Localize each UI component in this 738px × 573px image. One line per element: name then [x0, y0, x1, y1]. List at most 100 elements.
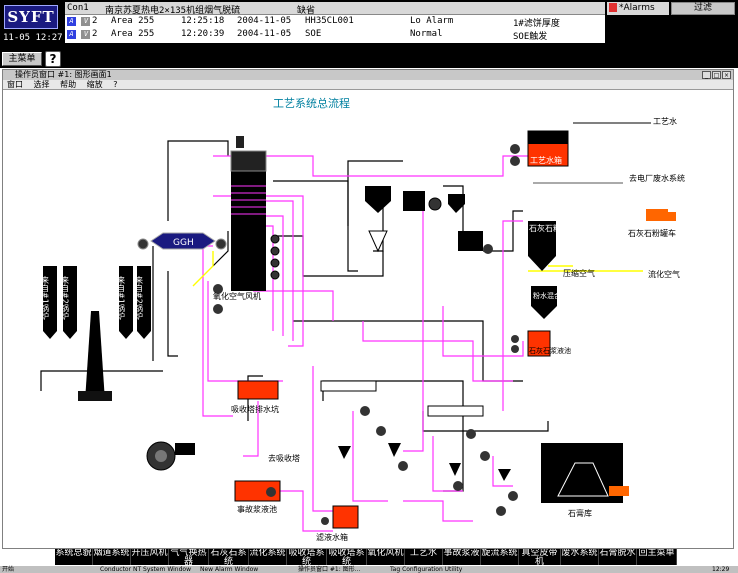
boiler-inlet-1: 来自#1锅炉 来自#2锅炉: [41, 266, 77, 339]
bottom-navigation: 系统总貌 烟道系统 升压风机 气气换热器 石灰石系统 流化系统 吸收塔系统 吸收…: [55, 549, 705, 565]
nav-oxidation-fan[interactable]: 氧化风机: [367, 549, 405, 565]
alarm-desc: 1#滤饼厚度: [513, 19, 560, 29]
nav-limestone[interactable]: 石灰石系统: [209, 549, 249, 565]
alarm-area: Area 255: [111, 16, 155, 26]
circulation-pumps[interactable]: [270, 234, 280, 280]
boiler-inlet-2: 来自#1锅炉 来自#2锅炉: [117, 266, 151, 339]
taskbar-clock: 12:29: [712, 566, 730, 573]
alarms-indicator[interactable]: *Alarms: [607, 2, 669, 15]
alarm-priority: 2: [92, 16, 98, 26]
start-button[interactable]: 开始: [2, 566, 15, 573]
svg-text:石膏库: 石膏库: [568, 508, 592, 518]
status-label: 缺省: [297, 6, 316, 16]
process-flow-diagram: 工艺系统总流程: [40, 96, 685, 542]
menu-about[interactable]: ?: [113, 80, 118, 89]
to-absorber-label: 去吸收塔: [268, 453, 300, 463]
alarm-row[interactable]: A V 2 Area 255 12:20:39 2004-11-05 SOE N…: [65, 28, 605, 42]
alarm-time: 12:25:18: [181, 16, 225, 26]
task-conductor[interactable]: Conductor NT System Window: [100, 566, 191, 573]
nav-vacuum-belt[interactable]: 真空皮带机: [519, 549, 561, 565]
clock: 11-05 12:27: [3, 33, 63, 43]
ack-icon[interactable]: A: [67, 30, 76, 39]
nav-process-water[interactable]: 工艺水: [405, 549, 443, 565]
absorber-tower[interactable]: 吸收塔: [230, 136, 267, 291]
compressed-air-label: 压缩空气: [563, 268, 595, 278]
svg-text:石灰石粉仓: 石灰石粉仓: [529, 223, 569, 233]
air-lines: [192, 251, 643, 287]
view-icon[interactable]: V: [81, 30, 91, 39]
menu-window[interactable]: 窗口: [7, 80, 23, 89]
main-menu-button[interactable]: 主菜单: [2, 52, 42, 66]
alarm-type: Lo Alarm: [410, 16, 454, 26]
nav-absorber-2[interactable]: 吸收塔系统: [327, 549, 367, 565]
alarm-row[interactable]: A V 2 Area 255 12:25:18 2004-11-05 HH35C…: [65, 15, 605, 29]
svg-text:滤液水箱: 滤液水箱: [316, 532, 348, 542]
plant-title: 南京苏夏热电2×135机组烟气脱硫: [105, 6, 241, 16]
nav-main-menu[interactable]: 回主菜单: [637, 549, 677, 565]
alarm-date: 2004-11-05: [237, 29, 292, 39]
svg-text:事故浆液池: 事故浆液池: [237, 504, 277, 514]
diagram-title: 工艺系统总流程: [273, 96, 350, 110]
svg-text:石灰石浆液池: 石灰石浆液池: [529, 346, 571, 355]
alarm-tag: SOE: [305, 29, 322, 39]
window-title: 操作员窗口 #1: 图形画面1: [15, 70, 112, 79]
gypsum-store[interactable]: 石膏库: [541, 443, 629, 518]
ggh-heat-exchanger[interactable]: GGH: [137, 232, 227, 250]
booster-fan[interactable]: [146, 441, 195, 471]
minimize-icon[interactable]: _: [702, 71, 711, 79]
nav-ggh[interactable]: 气气换热器: [169, 549, 209, 565]
ack-icon[interactable]: A: [67, 17, 76, 26]
svg-text:来自#2锅炉: 来自#2锅炉: [135, 276, 144, 321]
menu-zoom[interactable]: 缩放: [86, 80, 103, 89]
maximize-icon[interactable]: □: [712, 71, 721, 79]
syft-logo: SYFT: [4, 5, 58, 29]
process-water-tank[interactable]: 工艺水箱: [510, 130, 569, 167]
operator-window: 操作员窗口 #1: 图形画面1 _□× 窗口 选择 帮助 缩放 ? 工艺系统总流…: [2, 69, 734, 549]
nav-system-overview[interactable]: 系统总貌: [55, 549, 93, 565]
limestone-slurry-pool[interactable]: 石灰石浆液池: [511, 330, 571, 357]
view-icon[interactable]: V: [81, 17, 91, 26]
alarm-bar: SYFT 11-05 12:27 主菜单 ? Con1 南京苏夏热电2×135机…: [0, 0, 738, 68]
task-alarm-window[interactable]: New Alarm Window: [200, 566, 259, 573]
nav-booster-fan[interactable]: 升压风机: [131, 549, 169, 565]
vacuum-belt-filters[interactable]: [320, 380, 518, 516]
nav-absorber-1[interactable]: 吸收塔系统: [287, 549, 327, 565]
help-icon[interactable]: ?: [45, 51, 61, 67]
alarm-date: 2004-11-05: [237, 16, 292, 26]
nav-waste-water[interactable]: 废水系统: [561, 549, 599, 565]
nav-fluidizing[interactable]: 流化系统: [249, 549, 287, 565]
alarms-label: *Alarms: [619, 3, 655, 13]
process-water-label: 工艺水: [653, 116, 677, 126]
nav-gypsum[interactable]: 石膏脱水: [599, 549, 637, 565]
filtrate-water-tank[interactable]: 滤液水箱: [316, 505, 359, 542]
chimney-stack: [78, 311, 112, 401]
svg-text:来自#2锅炉: 来自#2锅炉: [61, 276, 70, 321]
alarm-flag-icon: [609, 3, 617, 12]
svg-text:吸收塔排水坑: 吸收塔排水坑: [231, 404, 279, 414]
hydrocyclone[interactable]: [365, 186, 493, 254]
alarm-type: Normal: [410, 29, 443, 39]
oxidation-air-fans[interactable]: 氧化空气风机: [213, 284, 261, 314]
filter-button[interactable]: 过滤: [671, 2, 735, 15]
absorber-drain-pit[interactable]: 吸收塔排水坑: [231, 380, 279, 414]
task-tag-config[interactable]: Tag Configuration Utility: [390, 566, 463, 573]
nav-accident-slurry[interactable]: 事故浆液: [443, 549, 481, 565]
alarm-tag: HH35CL001: [305, 16, 354, 26]
task-operator-window[interactable]: 操作员窗口 #1: 图形...: [298, 566, 361, 573]
limestone-truck: 石灰石粉罐车: [628, 209, 676, 238]
menu-help[interactable]: 帮助: [60, 80, 77, 89]
absorber-label: 吸收塔: [231, 231, 258, 243]
close-icon[interactable]: ×: [722, 71, 731, 79]
windows-taskbar: 开始 Conductor NT System Window New Alarm …: [0, 565, 738, 573]
window-titlebar[interactable]: 操作员窗口 #1: 图形画面1 _□×: [3, 70, 733, 80]
svg-text:工艺水箱: 工艺水箱: [530, 155, 562, 165]
svg-text:来自#1锅炉: 来自#1锅炉: [117, 276, 126, 321]
nav-flue-gas[interactable]: 烟道系统: [93, 549, 131, 565]
limestone-silo[interactable]: 石灰石粉仓: [528, 221, 569, 271]
accident-slurry-pool[interactable]: 事故浆液池: [234, 480, 281, 514]
svg-text:氧化空气风机: 氧化空气风机: [213, 291, 261, 301]
menu-select[interactable]: 选择: [33, 80, 50, 89]
powder-water-mixer[interactable]: 粉水混合器: [531, 286, 568, 319]
nav-cyclone[interactable]: 旋流系统: [481, 549, 519, 565]
